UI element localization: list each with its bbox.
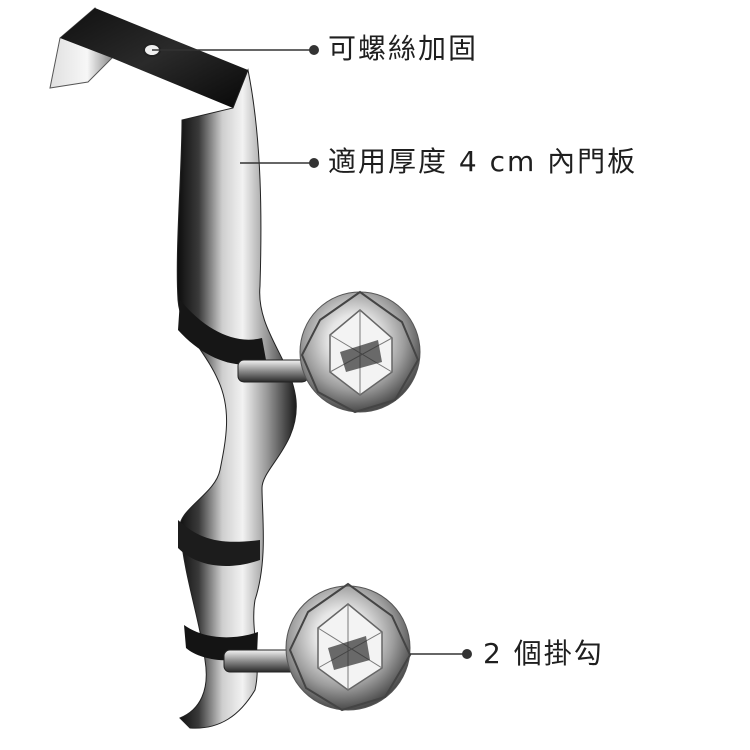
upper-knob-pin <box>237 359 309 383</box>
callout-door-thickness: 適用厚度 4 cm 內門板 <box>328 145 638 178</box>
callout-hooks-line <box>410 649 472 659</box>
upper-crystal-icon <box>299 290 421 414</box>
callout-screw-fix: 可螺絲加固 <box>328 32 479 65</box>
callout-dot-icon <box>462 649 472 659</box>
upper-knob <box>237 290 421 414</box>
lower-crystal-icon <box>285 582 412 712</box>
callout-dot-icon <box>309 158 319 168</box>
lower-knob <box>223 582 412 712</box>
hook-body <box>176 68 297 729</box>
callout-hook-count: 2 個掛勾 <box>483 637 604 670</box>
callout-door-line <box>240 158 319 168</box>
callout-dot-icon <box>309 45 319 55</box>
callout-screw-line <box>152 45 319 55</box>
